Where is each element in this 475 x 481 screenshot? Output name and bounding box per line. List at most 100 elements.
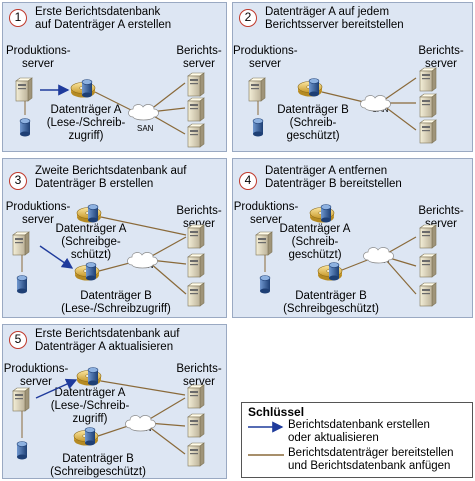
disk-a-label: Datenträger A(Lese-/Schreib-zugriff) <box>46 104 126 142</box>
production-server-label: Produktions-server <box>6 45 71 70</box>
disk-a-label: Datenträger A(Lese-/Schreib-zugriff) <box>50 387 130 425</box>
step-title-line: Berichtsserver bereitstellen <box>265 19 404 31</box>
step-title: Zweite Berichtsdatenbank auf Datenträger… <box>35 165 187 191</box>
database-icon <box>259 275 271 294</box>
step-number-badge: 1 <box>9 9 27 27</box>
disk-b-label: Datenträger B(Schreib-geschützt) <box>277 104 349 142</box>
report-connection <box>100 380 186 396</box>
step-title: Datenträger A auf jedem Berichtsserver b… <box>265 6 404 32</box>
disk-b-with-db-icon <box>74 428 98 446</box>
step-title-line: Erste Berichtsdatenbank auf <box>35 328 180 340</box>
production-server-icon <box>15 77 33 102</box>
report-server-label: Berichts-server <box>176 363 222 388</box>
panel-2-graphics <box>248 67 437 144</box>
san-connection <box>341 258 371 271</box>
san-cloud-icon <box>360 95 391 112</box>
report-connection <box>149 236 187 258</box>
disk-b-label: Datenträger B(Schreibgeschützt) <box>283 290 379 315</box>
step-number-badge: 5 <box>9 331 27 349</box>
step-title-line: Zweite Berichtsdatenbank auf <box>35 165 187 177</box>
san-connection <box>94 91 136 113</box>
report-connection <box>149 113 186 135</box>
production-server-icon <box>12 231 30 256</box>
production-server-icon <box>255 231 273 256</box>
production-server-label: Produktions-server <box>233 45 298 70</box>
report-server-icon <box>419 93 437 118</box>
disk-a-label: Datenträger A(Schreib-geschützt) <box>279 223 351 261</box>
step-number-badge: 4 <box>239 172 257 190</box>
production-server-label: Produktions-server <box>3 363 69 388</box>
step-title-line: Datenträger B erstellen <box>35 178 154 190</box>
update-db-arrow <box>35 378 78 399</box>
san-connection <box>98 261 134 272</box>
panel-3-graphics <box>12 205 205 307</box>
disk-b-with-db-icon <box>75 263 99 281</box>
production-server-label: Produktions-server <box>233 201 299 226</box>
step-title: Erste Berichtsdatenbank auf Datenträger … <box>35 328 179 354</box>
san-label: SAN <box>137 124 154 133</box>
create-db-arrow <box>39 245 74 269</box>
disk-b-label: Datenträger B(Lese-/Schreibzugriff) <box>61 290 171 315</box>
report-connection <box>149 262 187 295</box>
report-server-icon <box>187 72 205 97</box>
report-server-label: Berichts-server <box>176 45 222 70</box>
production-server-icon <box>248 77 266 102</box>
disk-b-label: Datenträger B(Schreibgeschützt) <box>50 453 146 478</box>
panel-1-graphics <box>15 72 205 148</box>
report-connection <box>383 105 417 131</box>
report-server-icon <box>187 253 205 278</box>
report-server-icon <box>419 67 437 92</box>
disk-a-with-db-icon <box>71 80 95 98</box>
report-server-label: Berichts-server <box>418 45 464 70</box>
report-server-icon <box>419 253 437 278</box>
report-connection <box>147 397 186 421</box>
report-server-icon <box>187 413 205 438</box>
report-connection <box>383 77 417 101</box>
disk-a-with-db-icon <box>77 205 101 223</box>
san-connection <box>321 91 369 104</box>
legend-title: Schlüssel <box>248 405 305 419</box>
report-server-icon <box>187 384 205 409</box>
panel-4-graphics <box>255 205 437 307</box>
disk-a-with-db-icon <box>310 205 334 223</box>
report-server-icon <box>187 97 205 122</box>
step-title-line: auf Datenträger A erstellen <box>35 19 172 31</box>
production-server-icon <box>12 387 30 412</box>
step-number-badge: 2 <box>239 9 257 27</box>
step-title-line: Datenträger B bereitstellen <box>265 178 402 190</box>
report-connection <box>147 425 186 455</box>
report-connection <box>149 82 186 111</box>
report-server-icon <box>419 119 437 144</box>
database-icon <box>19 118 31 137</box>
san-cloud-icon <box>363 247 394 264</box>
step-title-line: Datenträger A auf jedem <box>265 6 390 18</box>
disk-a-with-db-icon <box>77 368 101 386</box>
database-icon <box>16 275 28 294</box>
step-title: Erste Berichtsdatenbank auf Datenträger … <box>35 6 171 32</box>
panel-5-graphics <box>12 368 205 467</box>
disk-b-with-db-icon <box>298 79 322 97</box>
report-server-icon <box>419 224 437 249</box>
step-title-line: Datenträger A aktualisieren <box>35 341 174 353</box>
report-server-icon <box>187 282 205 307</box>
database-icon <box>16 441 28 460</box>
step-title-line: Datenträger A entfernen <box>265 165 388 177</box>
report-server-icon <box>187 442 205 467</box>
step-title: Datenträger A entfernen Datenträger B be… <box>265 165 402 191</box>
report-server-icon <box>187 123 205 148</box>
database-icon <box>252 118 264 137</box>
step-number-badge: 3 <box>9 172 27 190</box>
step-3-panel: 3 Zweite Berichtsdatenbank auf Datenträg… <box>2 158 227 318</box>
step-title-line: Erste Berichtsdatenbank <box>35 6 161 18</box>
san-connection <box>97 424 132 437</box>
report-server-icon <box>419 282 437 307</box>
report-connection <box>385 259 417 295</box>
disk-b-with-db-icon <box>318 263 342 281</box>
report-server-icon <box>187 224 205 249</box>
production-server-label: Produktions-server <box>5 201 71 226</box>
report-connection <box>100 216 187 236</box>
